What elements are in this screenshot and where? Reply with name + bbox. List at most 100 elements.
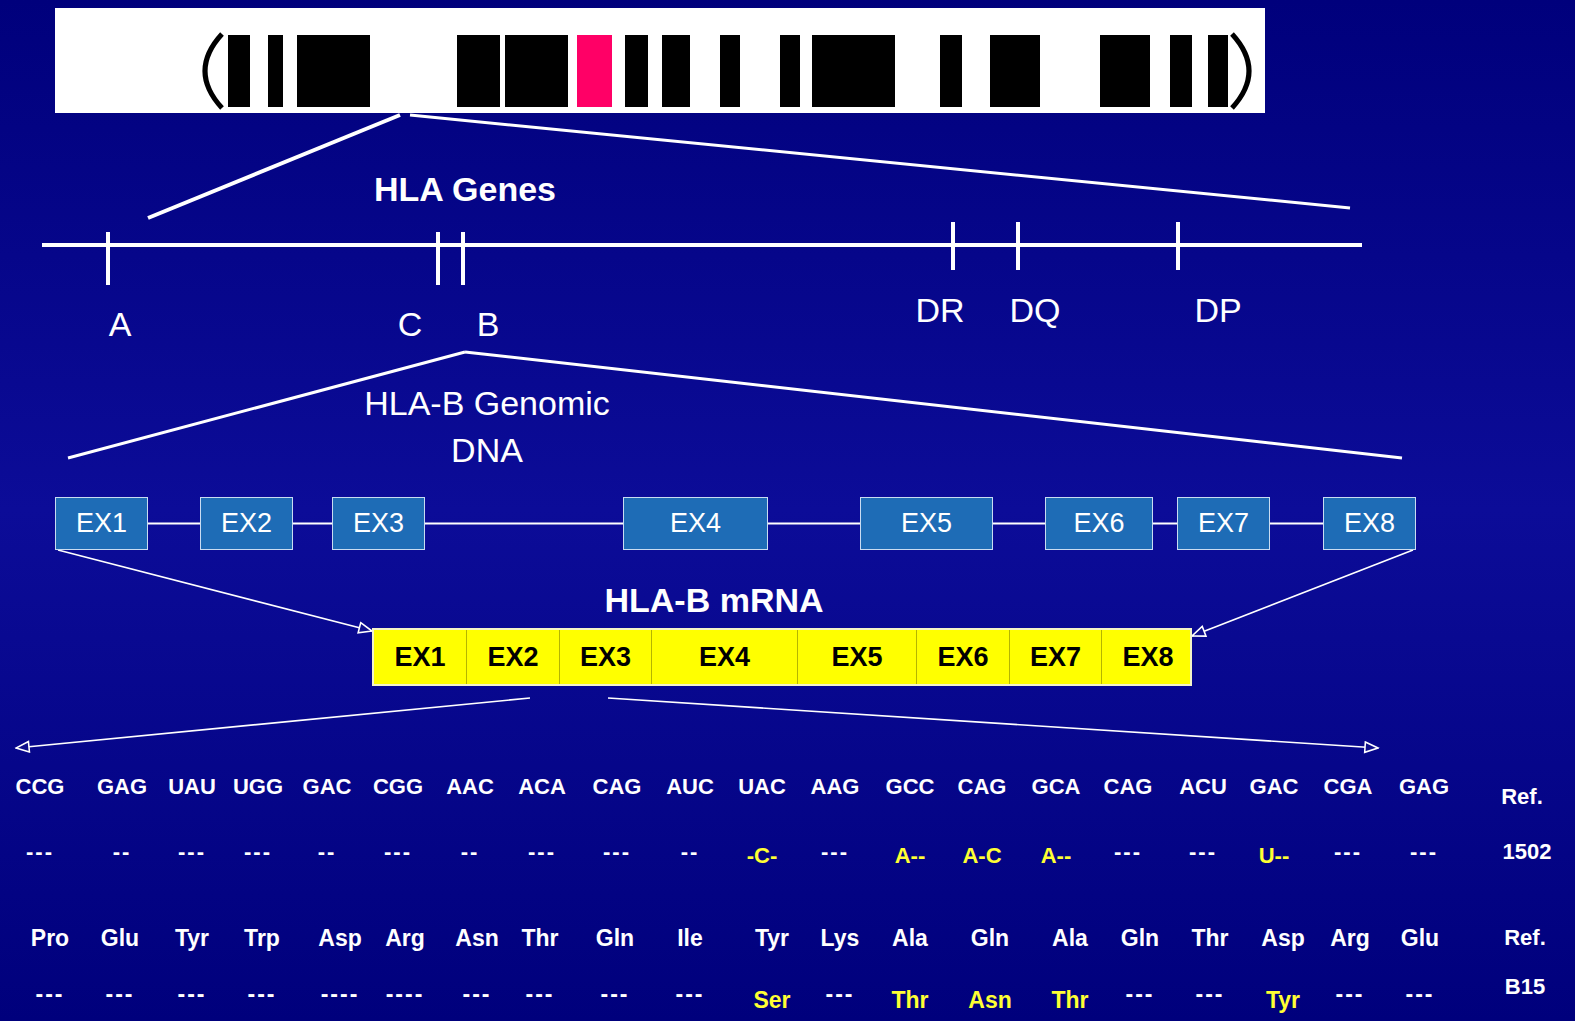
- exon-label: EX3: [353, 508, 404, 539]
- intron-line: [425, 523, 623, 525]
- amino-acid-variant: ---: [1196, 981, 1225, 1007]
- dark-band: [268, 35, 283, 107]
- dark-band: [780, 35, 800, 107]
- intron-line: [993, 523, 1045, 525]
- exon-label: EX4: [670, 508, 721, 539]
- codon: CGA: [1324, 774, 1373, 799]
- exon-label: EX2: [487, 642, 538, 673]
- dark-band: [1100, 35, 1150, 107]
- section-heading: HLA-B Genomic DNA: [362, 380, 612, 474]
- codon-variant: ---: [1114, 839, 1142, 864]
- codon: UGG: [233, 774, 283, 799]
- codon-variant: --: [113, 839, 132, 864]
- codon: AUC: [666, 774, 714, 799]
- codon: ACA: [518, 774, 566, 799]
- gene-tick: [461, 232, 465, 285]
- gene-name: A: [109, 305, 132, 344]
- amino-acid: Asp: [318, 925, 361, 951]
- gene-name: C: [398, 305, 423, 344]
- gene-name: DP: [1194, 291, 1241, 330]
- exon-label: EX8: [1122, 642, 1173, 673]
- codon: UAC: [738, 774, 786, 799]
- amino-acid-variant: ---: [601, 981, 630, 1007]
- zoom-line: [465, 352, 1402, 458]
- centromere-band: [577, 35, 612, 107]
- amino-acid-variant: Tyr: [1266, 987, 1300, 1013]
- amino-acid-variant: ---: [248, 981, 277, 1007]
- chromosome-end: [1232, 34, 1249, 108]
- codon-variant: ---: [821, 839, 849, 864]
- intron-line: [1153, 523, 1177, 525]
- expand-arrow: [16, 698, 530, 748]
- gene-map: [42, 222, 1362, 285]
- codon-variant: --: [461, 839, 480, 864]
- amino-acid: Ile: [677, 925, 703, 951]
- amino-acid: Pro: [31, 925, 69, 951]
- mrna-exon-segment: EX1: [374, 630, 467, 684]
- ideogram-panel: [55, 8, 1265, 113]
- exon-label: EX5: [901, 508, 952, 539]
- amino-acid-variant: Thr: [1051, 987, 1088, 1013]
- dark-band: [457, 35, 500, 107]
- exon-label: EX6: [937, 642, 988, 673]
- codon: ACU: [1179, 774, 1227, 799]
- amino-acid: Gln: [971, 925, 1009, 951]
- chromosome-end: [205, 34, 222, 108]
- row-label: B15: [1505, 974, 1545, 999]
- row-label: Ref.: [1504, 925, 1546, 950]
- gene-tick: [1176, 222, 1180, 270]
- amino-acid: Lys: [821, 925, 860, 951]
- amino-acid: Gln: [596, 925, 634, 951]
- amino-acid: Ala: [1052, 925, 1088, 951]
- exon-label: EX7: [1198, 508, 1249, 539]
- zoom-line: [410, 115, 1350, 208]
- exon-box: EX7: [1177, 497, 1270, 550]
- amino-acid: Thr: [1191, 925, 1228, 951]
- amino-acid: Thr: [521, 925, 558, 951]
- amino-acid-variant: Thr: [891, 987, 928, 1013]
- dark-band: [940, 35, 962, 107]
- codon: CGG: [373, 774, 423, 799]
- codon-variant: U--: [1259, 843, 1290, 868]
- amino-acid-variant: Asn: [968, 987, 1011, 1013]
- exon-label: EX1: [394, 642, 445, 673]
- codon: UAU: [168, 774, 216, 799]
- exon-box: EX3: [332, 497, 425, 550]
- exon-label: EX3: [580, 642, 631, 673]
- codon-variant: ---: [244, 839, 272, 864]
- splice-arrow: [58, 550, 372, 631]
- codon-variant: -C-: [747, 843, 778, 868]
- expand-arrow: [608, 698, 1378, 748]
- chromosome-axis: [42, 243, 1362, 247]
- codon: AAC: [446, 774, 494, 799]
- amino-acid: Asn: [455, 925, 498, 951]
- exon-label: EX4: [699, 642, 750, 673]
- codon-variant: A--: [1041, 843, 1072, 868]
- mrna-exon-segment: EX3: [560, 630, 652, 684]
- intron-line: [768, 523, 860, 525]
- codon: GCC: [886, 774, 935, 799]
- exon-label: EX8: [1344, 508, 1395, 539]
- codon-variant: A--: [895, 843, 926, 868]
- amino-acid: Asp: [1261, 925, 1304, 951]
- mrna-exon-segment: EX4: [652, 630, 798, 684]
- exon-label: EX1: [76, 508, 127, 539]
- codon: GAC: [303, 774, 352, 799]
- codon: GAG: [97, 774, 147, 799]
- codon: GCA: [1032, 774, 1081, 799]
- amino-acid: Gln: [1121, 925, 1159, 951]
- row-label: Ref.: [1501, 784, 1543, 809]
- amino-acid-variant: ---: [463, 981, 492, 1007]
- dark-band: [625, 35, 648, 107]
- exon-box: EX8: [1323, 497, 1416, 550]
- amino-acid-variant: ---: [1336, 981, 1365, 1007]
- codon-variant: ---: [1410, 839, 1438, 864]
- amino-acid-variant: ----: [321, 981, 360, 1007]
- amino-acid: Arg: [1330, 925, 1370, 951]
- amino-acid: Trp: [244, 925, 280, 951]
- bar-heading: HLA-B mRNA: [604, 581, 823, 620]
